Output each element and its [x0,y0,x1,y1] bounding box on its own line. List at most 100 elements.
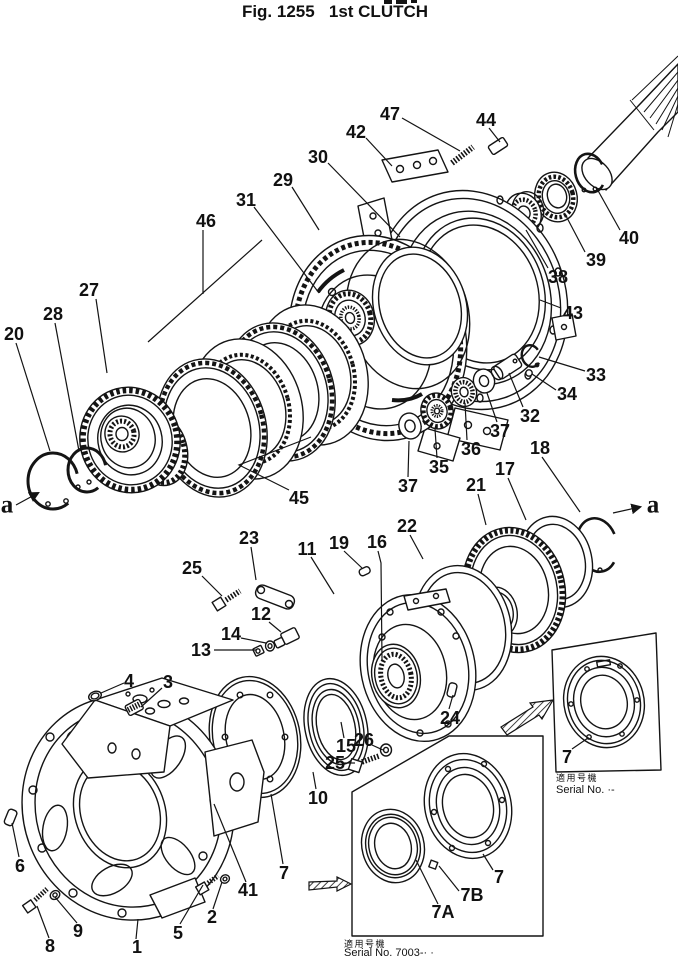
leader-line-8 [36,905,50,939]
shaft-pin-32 [490,353,523,381]
part-label-47: 47 [380,104,400,124]
piston-ring-10 [303,677,369,777]
leader-line-5 [179,884,204,925]
leader-line-44 [488,127,501,143]
part-label-20: 20 [4,324,24,344]
part-label-43: 43 [563,303,583,323]
leader-line-22 [409,534,424,560]
part-label-9: 9 [73,921,83,941]
leader-line-28 [54,322,80,452]
dowel-pin-6 [3,808,18,827]
part-label-7: 7 [494,867,504,887]
view-label-a: a [1,492,14,519]
part-label-4: 4 [124,671,134,691]
leader-line-40 [595,186,621,231]
snap-ring-28 [66,446,108,494]
ball-34 [525,369,533,377]
part-label-39: 39 [586,250,606,270]
view-direction-arrow [15,491,40,506]
leader-line-18 [541,456,581,513]
inset-bottom-serial-jp: 適用号機 [344,938,386,950]
part-label-8: 8 [45,936,55,956]
part-label-31: 31 [236,190,256,210]
piston-hub-11-16 [359,588,477,743]
retainer-plate-7-variant [562,655,646,749]
leader-line-38 [525,229,549,269]
part-label-27: 27 [79,280,99,300]
leader-line-24 [448,694,454,710]
part-label-44: 44 [476,110,496,130]
part-label-26: 26 [354,730,374,750]
leader-line-7B [438,865,460,892]
part-label-7: 7 [562,747,572,767]
leader-line-17 [507,477,527,521]
leader-line-7 [571,737,589,750]
cropped-text-fragment [384,0,417,4]
part-label-15: 15 [336,736,356,756]
snap-ring-20 [26,451,80,511]
pin-19 [358,566,371,577]
stud-47 [450,144,475,166]
leader-line-36 [464,402,468,441]
part-label-38: 38 [548,267,568,287]
part-label-7: 7 [279,863,289,883]
leader-line-2 [212,881,223,910]
leader-line-14 [240,637,267,644]
part-label-46: 46 [196,211,216,231]
leader-line-34 [531,373,557,391]
disc-plate-stack-45-46 [156,304,369,498]
lever-link-23 [254,584,296,610]
part-label-19: 19 [329,533,349,553]
leader-line-27 [95,298,108,374]
washer-26 [379,743,393,757]
leader-line-7 [482,853,494,871]
inset-right-serial-en: Serial No. ·- [556,784,615,796]
part-label-40: 40 [619,228,639,248]
pinion-gear-35 [420,392,454,430]
part-label-16: 16 [367,532,387,552]
leader-line-42 [365,137,393,167]
leader-line-37 [407,440,410,478]
bolt-8 [21,887,49,914]
group-bracket-1 [237,436,312,491]
leader-line-4 [100,682,125,694]
bolt-25-lower [347,753,380,774]
part-label-42: 42 [346,122,366,142]
leader-line-29 [291,186,320,231]
view-direction-arrow [612,503,643,515]
leader-line-33 [538,356,586,372]
leader-line-3 [140,687,163,708]
leader-line-31 [253,206,320,294]
input-shaft [581,55,678,191]
part-label-14: 14 [221,624,241,644]
part-label-29: 29 [273,170,293,190]
part-label-13: 13 [191,640,211,660]
leader-line-32 [508,372,524,408]
leader-line-19 [343,550,363,569]
leader-line-10 [312,771,317,790]
inset-bottom-serial-en: Serial No. 7003-· · [344,947,434,957]
leader-line-21 [477,493,487,526]
clutch-housing-1 [21,677,265,921]
part-label-7B: 7B [460,885,483,905]
pin-24 [446,682,458,698]
leader-line-15 [340,721,345,739]
figure-title: Fig. 1255 1st CLUTCH [242,2,428,21]
part-label-30: 30 [308,147,328,167]
part-label-37: 37 [398,476,418,496]
retainer-plate-7-variant [423,752,513,860]
leader-line-47 [401,117,461,152]
part-label-12: 12 [251,604,271,624]
ring-gear-21 [461,526,567,654]
part-label-28: 28 [43,304,63,324]
leader-line-11 [310,556,335,595]
part-label-25: 25 [182,558,202,578]
leader-line-20 [15,342,51,452]
leader-line-9 [54,896,78,924]
leader-line-26 [371,744,384,751]
part-label-35: 35 [429,457,449,477]
leader-line-23 [250,546,257,581]
thrust-washer-37-left [398,412,422,440]
